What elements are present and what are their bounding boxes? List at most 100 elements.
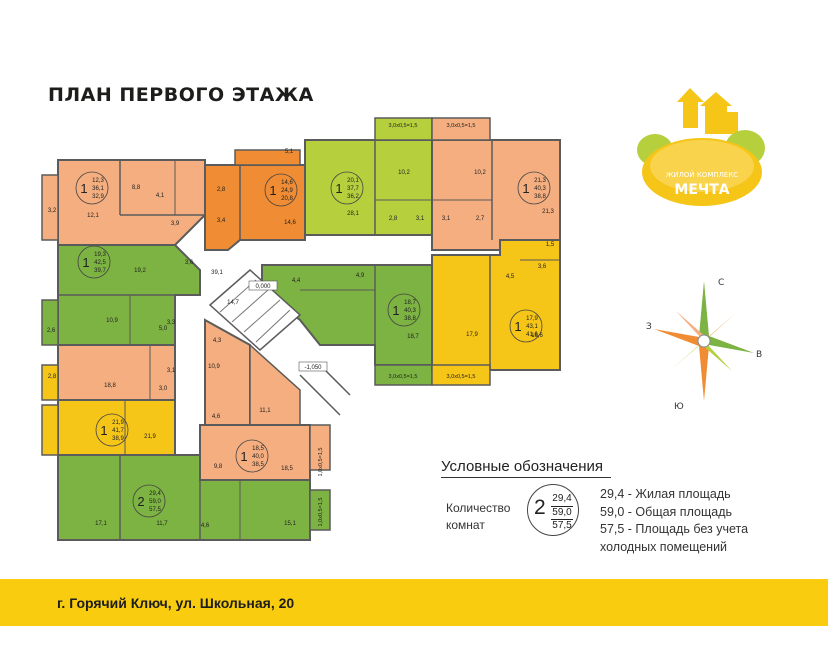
apartment-10[interactable] — [199, 318, 331, 481]
room-area: 9,8 — [214, 464, 223, 470]
apartment-living: 29,4 — [149, 491, 161, 497]
apartment-living: 20,1 — [347, 178, 359, 184]
apartment-total: 59,0 — [149, 499, 161, 505]
legend-sample-circle — [527, 484, 579, 536]
room-area: 3,1 — [442, 216, 451, 222]
apartment-5[interactable] — [41, 244, 201, 346]
balcony-size: 1,0х0,5=1,5 — [318, 498, 324, 527]
room-area: 1,5 — [546, 242, 555, 248]
level-tags: 0,000-1,050 — [248, 280, 328, 372]
apartment-total: 40,3 — [534, 186, 546, 192]
apartment-total: 43,1 — [526, 324, 538, 330]
room-area: 10,2 — [474, 170, 486, 176]
apartment-excl: 38,8 — [404, 316, 416, 322]
apartment-living: 12,3 — [92, 178, 104, 184]
legend-divider — [441, 477, 611, 478]
room-area: 10,9 — [106, 318, 118, 324]
room-area: 2,6 — [47, 328, 56, 334]
room-area: 17,1 — [95, 521, 107, 527]
apartment-living: 18,7 — [404, 300, 416, 306]
room-area: 3,4 — [217, 218, 226, 224]
room-area: 2,8 — [217, 187, 226, 193]
room-area: 5,1 — [285, 149, 294, 155]
room-area: 4,3 — [213, 338, 222, 344]
apartment-living: 18,5 — [252, 446, 264, 452]
apartment-excl: 41,6 — [526, 332, 538, 338]
apartment-excl: 38,5 — [252, 462, 264, 468]
stairwell — [208, 268, 351, 416]
apartment-marker-circle — [517, 171, 551, 205]
legend-desc-excl-2: холодных помещений — [600, 539, 728, 554]
apartment-excl: 38,9 — [112, 436, 124, 442]
apartment-rooms: 1 — [335, 181, 342, 196]
apartment-8[interactable] — [41, 344, 176, 401]
room-area: 15,1 — [284, 521, 296, 527]
apartment-7[interactable] — [431, 239, 561, 386]
apartment-total: 40,3 — [404, 308, 416, 314]
apartment-rooms: 1 — [100, 423, 107, 438]
room-area: 18,5 — [281, 466, 293, 472]
apartment-marker-circle — [95, 413, 129, 447]
apartment-marker-circle — [509, 309, 543, 343]
logo-line2: МЕЧТА — [674, 182, 729, 198]
room-area: 2,8 — [48, 374, 57, 380]
room-area: 21,3 — [542, 209, 554, 215]
compass-west: З — [646, 322, 652, 332]
room-area: 5,0 — [159, 326, 168, 332]
room-area: 2,7 — [476, 216, 485, 222]
compass-east: В — [756, 350, 762, 360]
apartment-11[interactable] — [57, 454, 331, 541]
legend-desc-excl: 57,5 - Площадь без учета — [600, 522, 749, 536]
room-area: 12,1 — [87, 213, 99, 219]
room-area: 3,6 — [185, 260, 194, 266]
room-area: 14,6 — [284, 220, 296, 226]
apartment-excl: 38,8 — [534, 194, 546, 200]
room-area: 4,6 — [212, 414, 221, 420]
room-area: 10,2 — [398, 170, 410, 176]
apartment-living: 17,9 — [526, 316, 538, 322]
room-area: 3,3 — [167, 320, 176, 326]
apartment-total: 41,7 — [112, 428, 124, 434]
apartment-rooms: 2 — [137, 494, 144, 509]
apartment-living: 21,9 — [112, 420, 124, 426]
room-area: 4,1 — [156, 193, 165, 199]
apartment-9[interactable] — [41, 399, 176, 456]
room-area: 19,2 — [134, 268, 146, 274]
room-area: 3,1 — [416, 216, 425, 222]
apartment-excl: 32,9 — [92, 194, 104, 200]
apartment-excl: 57,5 — [149, 507, 161, 513]
apartment-rooms: 1 — [240, 449, 247, 464]
room-area: 18,7 — [407, 334, 419, 340]
balcony-size: 3,0х0,5=1,5 — [389, 123, 418, 129]
balcony-size: 1,0х0,5=1,5 — [318, 448, 324, 477]
apartment-living: 14,6 — [281, 180, 293, 186]
room-area: 4,5 — [506, 274, 515, 280]
apartment-marker-circle — [264, 173, 298, 207]
compass-south: Ю — [674, 402, 684, 412]
room-area: 3,6 — [538, 264, 547, 270]
address: г. Горячий Ключ, ул. Школьная, 20 — [57, 595, 295, 611]
apartment-1[interactable] — [41, 159, 206, 246]
apartment-rooms: 1 — [80, 181, 87, 196]
level-tag: -1,050 — [304, 365, 322, 371]
room-area: 14,7 — [227, 300, 239, 306]
room-area: 4,9 — [356, 273, 365, 279]
room-area: 18,8 — [104, 383, 116, 389]
room-area: 3,2 — [48, 208, 57, 214]
room-area: 11,1 — [259, 408, 271, 414]
legend-sample-rooms: 2 — [534, 496, 546, 519]
room-area: 3,1 — [167, 368, 176, 374]
apartment-rooms: 1 — [514, 319, 521, 334]
apartment-excl: 39,7 — [94, 268, 106, 274]
room-area: 3,9 — [171, 221, 180, 227]
legend-title: Условные обозначения — [441, 458, 604, 475]
legend-rooms-label: Количество комнат — [446, 501, 511, 532]
room-area: 2,8 — [389, 216, 398, 222]
balcony-size: 3,0х0,5=1,5 — [447, 374, 476, 380]
compass-rose-icon: С Ю З В — [646, 278, 762, 412]
apartment-rooms: 1 — [269, 183, 276, 198]
apartment-3[interactable] — [304, 117, 433, 236]
apartment-rooms: 1 — [392, 303, 399, 318]
